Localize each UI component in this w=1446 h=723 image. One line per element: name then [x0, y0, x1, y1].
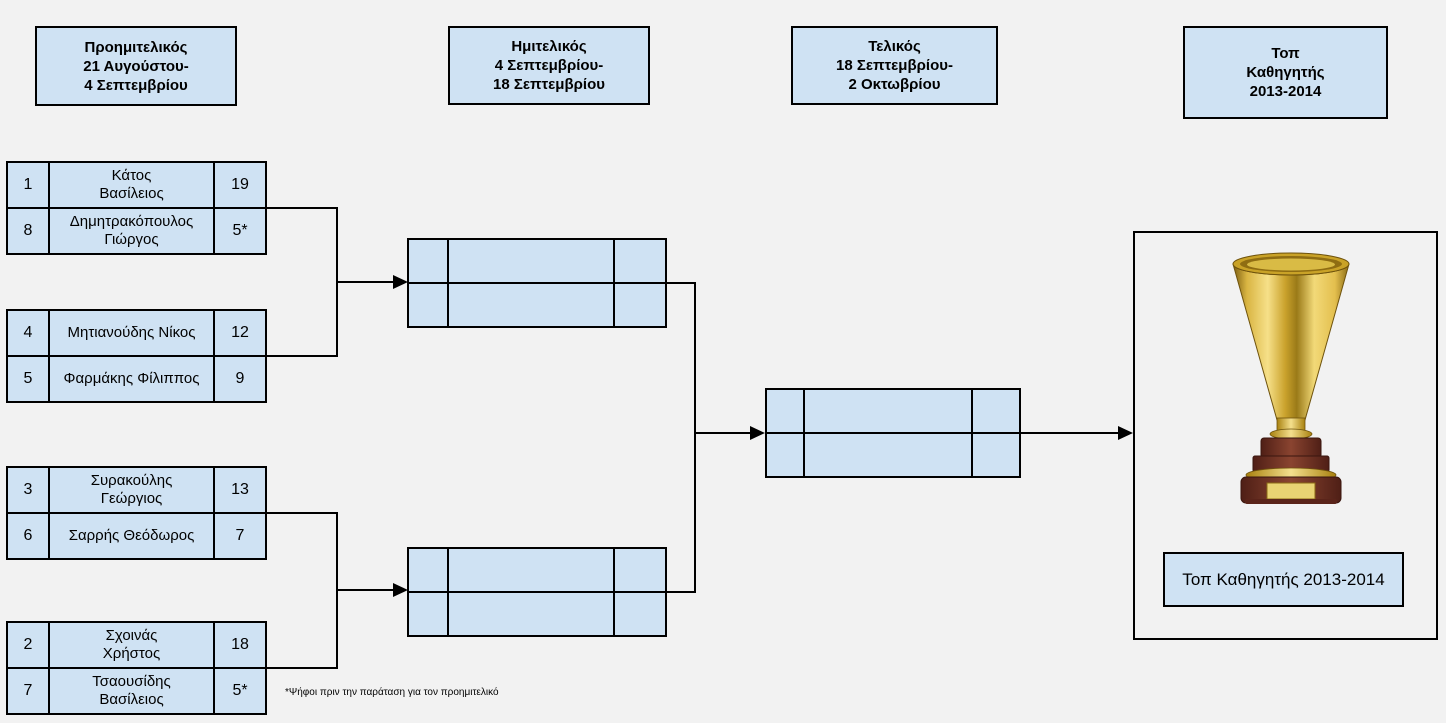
qf3-bottom-name: Σαρρής Θεόδωρος — [50, 514, 213, 558]
sf2-top-seed — [409, 549, 447, 591]
qf1-bottom-seed: 8 — [8, 209, 48, 253]
sf1-top-name — [449, 240, 613, 282]
sf1-top-seed — [409, 240, 447, 282]
qf2-bottom-score: 9 — [215, 357, 265, 401]
round-header-champion-label: Τοπ Καθηγητής 2013-2014 — [1246, 45, 1325, 100]
sf2-bottom-seed — [409, 593, 447, 635]
footnote-text: *Ψήφοι πριν την παράταση για τον προημιτ… — [285, 687, 499, 698]
match-semifinal-1 — [407, 238, 667, 328]
arrowhead-into-champion-icon — [1118, 426, 1133, 440]
qf1-top-score: 19 — [215, 163, 265, 207]
qf4-top-score: 18 — [215, 623, 265, 667]
champion-label-text: Τοπ Καθηγητής 2013-2014 — [1182, 570, 1385, 589]
sf2-top-score — [615, 549, 665, 591]
final-top-score — [973, 390, 1019, 432]
match-quarterfinal-3: 3 Συρακούλης Γεώργιος 13 6 Σαρρής Θεόδωρ… — [6, 466, 267, 560]
match-quarterfinal-1: 1 Κάτος Βασίλειος 19 8 Δημητρακόπουλος Γ… — [6, 161, 267, 255]
match-semifinal-2 — [407, 547, 667, 637]
qf4-top-seed: 2 — [8, 623, 48, 667]
round-header-quarterfinal: Προημιτελικός 21 Αυγούστου- 4 Σεπτεμβρίο… — [35, 26, 237, 106]
final-top-seed — [767, 390, 803, 432]
qf4-bottom-name: Τσαουσίδης Βασίλειος — [50, 669, 213, 713]
qf2-top-name: Μητιανούδης Νίκος — [50, 311, 213, 355]
final-bottom-score — [973, 434, 1019, 476]
qf3-top-score: 13 — [215, 468, 265, 512]
round-header-semifinal-label: Ημιτελικός 4 Σεπτεμβρίου- 18 Σεπτεμβρίου — [493, 38, 605, 93]
qf4-bottom-seed: 7 — [8, 669, 48, 713]
final-bottom-seed — [767, 434, 803, 476]
qf4-top-name: Σχοινάς Χρήστος — [50, 623, 213, 667]
match-final — [765, 388, 1021, 478]
qf1-top-name: Κάτος Βασίλειος — [50, 163, 213, 207]
qf3-top-seed: 3 — [8, 468, 48, 512]
final-bottom-name — [805, 434, 971, 476]
arrowhead-into-sf1-icon — [393, 275, 408, 289]
match-quarterfinal-4: 2 Σχοινάς Χρήστος 18 7 Τσαουσίδης Βασίλε… — [6, 621, 267, 715]
qf2-top-score: 12 — [215, 311, 265, 355]
final-top-name — [805, 390, 971, 432]
qf1-bottom-name: Δημητρακόπουλος Γιώργος — [50, 209, 213, 253]
qf4-bottom-score: 5* — [215, 669, 265, 713]
trophy-icon — [1232, 252, 1350, 504]
qf1-top-seed: 1 — [8, 163, 48, 207]
connector-qf-pair-top — [267, 207, 338, 357]
sf2-bottom-score — [615, 593, 665, 635]
sf1-bottom-name — [449, 284, 613, 326]
qf2-bottom-name: Φαρμάκης Φίλιππος — [50, 357, 213, 401]
round-header-final: Τελικός 18 Σεπτεμβρίου- 2 Οκτωβρίου — [791, 26, 998, 105]
arrowhead-into-final-icon — [750, 426, 765, 440]
qf3-bottom-score: 7 — [215, 514, 265, 558]
sf1-bottom-score — [615, 284, 665, 326]
qf2-top-seed: 4 — [8, 311, 48, 355]
sf2-bottom-name — [449, 593, 613, 635]
connector-qf-pair-bottom — [267, 512, 338, 669]
qf2-bottom-seed: 5 — [8, 357, 48, 401]
sf1-bottom-seed — [409, 284, 447, 326]
arrowhead-into-sf2-icon — [393, 583, 408, 597]
champion-box — [1133, 231, 1438, 640]
round-header-final-label: Τελικός 18 Σεπτεμβρίου- 2 Οκτωβρίου — [836, 38, 953, 93]
qf3-bottom-seed: 6 — [8, 514, 48, 558]
connector-sf-pair — [667, 282, 696, 593]
sf1-top-score — [615, 240, 665, 282]
qf1-bottom-score: 5* — [215, 209, 265, 253]
round-header-quarterfinal-label: Προημιτελικός 21 Αυγούστου- 4 Σεπτεμβρίο… — [83, 38, 189, 94]
round-header-champion: Τοπ Καθηγητής 2013-2014 — [1183, 26, 1388, 119]
qf3-top-name: Συρακούλης Γεώργιος — [50, 468, 213, 512]
sf2-top-name — [449, 549, 613, 591]
match-quarterfinal-2: 4 Μητιανούδης Νίκος 12 5 Φαρμάκης Φίλιππ… — [6, 309, 267, 403]
round-header-semifinal: Ημιτελικός 4 Σεπτεμβρίου- 18 Σεπτεμβρίου — [448, 26, 650, 105]
champion-label: Τοπ Καθηγητής 2013-2014 — [1163, 552, 1404, 607]
